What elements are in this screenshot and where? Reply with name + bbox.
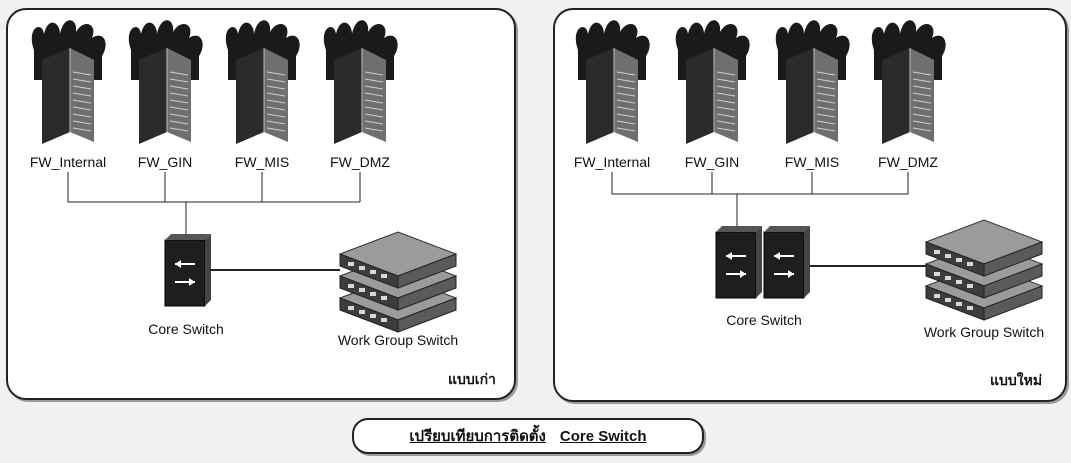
caption-thai: เปรียบเทียบการติดตั้ง: [409, 428, 546, 445]
caption-box: เปรียบเทียบการติดตั้ง Core Switch: [352, 418, 704, 454]
right-corner-label: แบบใหม่: [990, 372, 1043, 388]
right-fw-label-4: FW_DMZ: [878, 154, 938, 170]
left-workgroup-switch-label: Work Group Switch: [337, 332, 459, 348]
left-fw-label-2: FW_GIN: [137, 154, 193, 170]
caption-core-switch: Core Switch: [559, 427, 647, 445]
right-workgroup-switch-label: Work Group Switch: [923, 324, 1045, 340]
left-corner-label: แบบเก่า: [448, 371, 496, 387]
right-fw-label-3: FW_MIS: [784, 154, 840, 170]
right-fw-label-1: FW_Internal: [573, 154, 651, 170]
left-core-switch-label: Core Switch: [148, 321, 224, 337]
right-fw-label-2: FW_GIN: [684, 154, 740, 170]
right-panel: [553, 8, 1067, 402]
left-fw-label-1: FW_Internal: [29, 154, 107, 170]
left-fw-label-3: FW_MIS: [234, 154, 290, 170]
left-fw-label-4: FW_DMZ: [330, 154, 390, 170]
right-core-switch-label: Core Switch: [726, 312, 802, 328]
